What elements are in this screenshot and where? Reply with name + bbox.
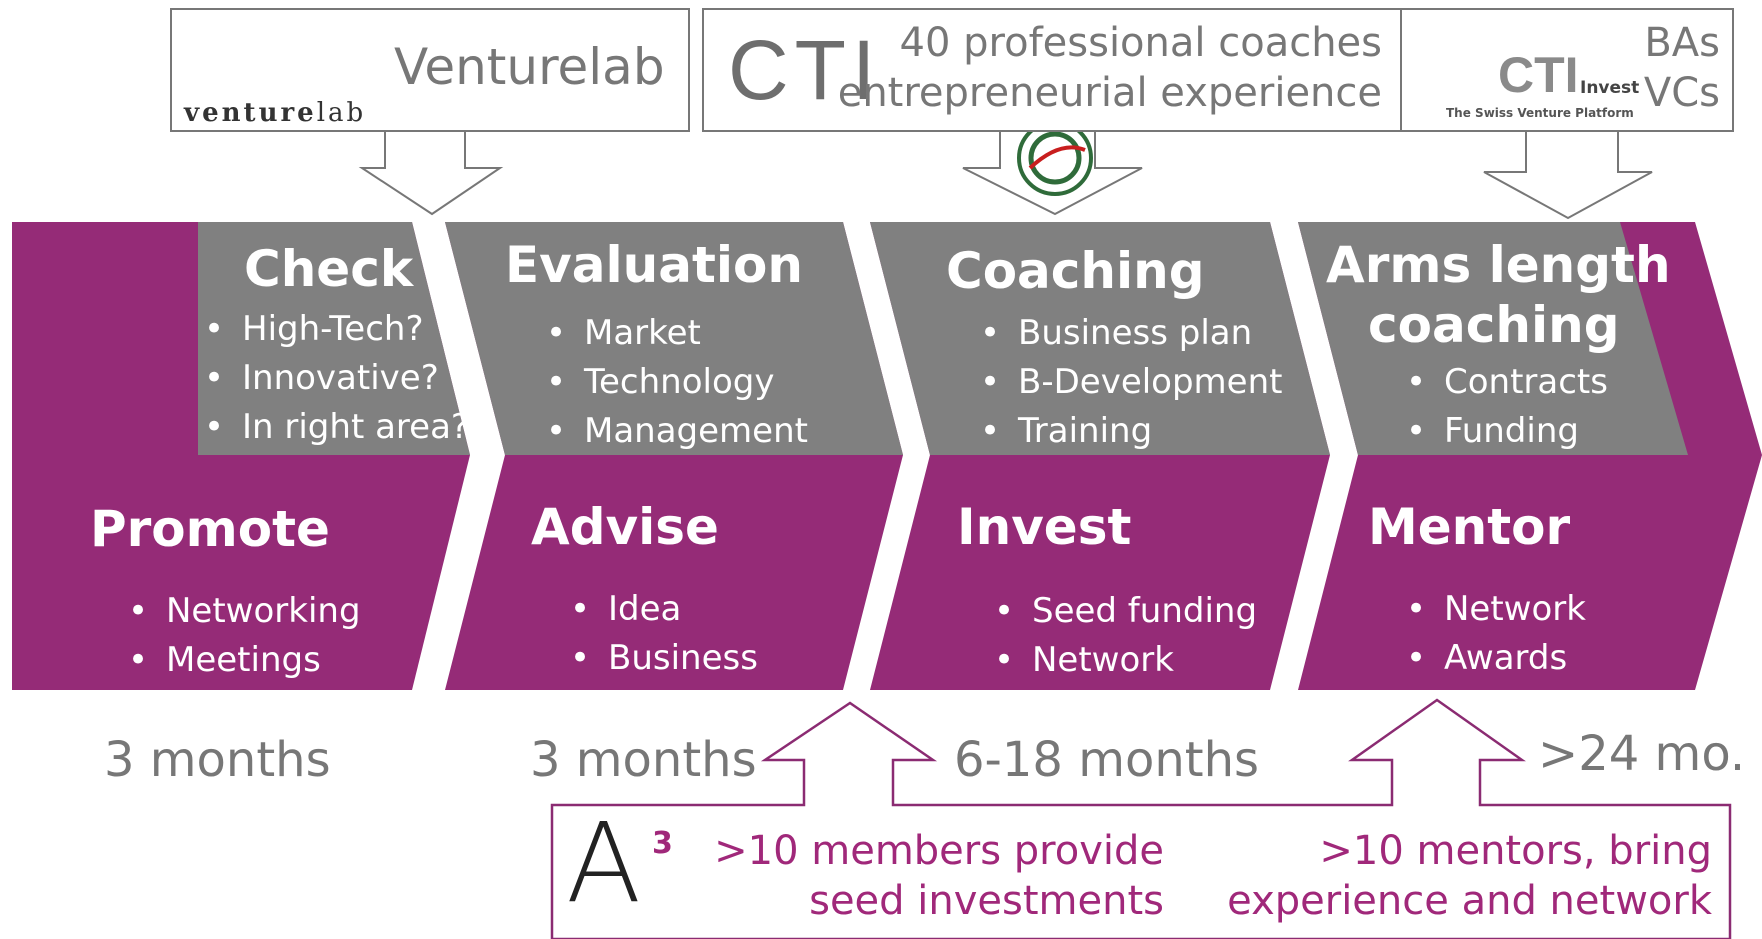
cti-invest-tagline: The Swiss Venture Platform xyxy=(1446,106,1634,120)
check-item: In right area? xyxy=(204,403,469,452)
advise-title: Advise xyxy=(531,498,719,556)
cti-invest-vcs: VCs xyxy=(1643,70,1720,116)
check-title: Check xyxy=(244,240,414,298)
cti-certified-badge-icon xyxy=(1017,120,1093,196)
advise-items: Idea Business xyxy=(570,585,758,683)
promote-items: Networking Meetings xyxy=(128,587,361,685)
cti-coaches-line2: entrepreneurial experience xyxy=(837,70,1382,116)
evaluation-items: Market Technology Management xyxy=(546,309,808,456)
invest-item: Seed funding xyxy=(994,587,1257,636)
a3-logo-sup: 3 xyxy=(652,826,673,861)
cti-invest-box: CTI Invest The Swiss Venture Platform BA… xyxy=(1402,8,1734,132)
venturelab-logo-text: venturelab xyxy=(184,98,366,128)
arms-length-item: Contracts xyxy=(1406,358,1608,407)
venturelab-logo-bold: venture xyxy=(184,98,317,128)
arms-length-items: Contracts Funding xyxy=(1406,358,1608,456)
advise-item: Idea xyxy=(570,585,758,634)
a3-feedback-outline xyxy=(550,698,1732,939)
invest-title: Invest xyxy=(957,498,1132,556)
cti-invest-down-arrow xyxy=(1483,130,1653,220)
mentor-title: Mentor xyxy=(1368,498,1571,556)
a3-mentors-line2: experience and network xyxy=(1227,878,1712,924)
mentor-items: Network Awards xyxy=(1406,585,1586,683)
cti-box: CTI 40 professional coaches entrepreneur… xyxy=(702,8,1402,132)
coaching-title: Coaching xyxy=(946,242,1205,300)
a3-members-line1: >10 members provide xyxy=(714,828,1164,874)
evaluation-item: Management xyxy=(546,407,808,456)
evaluation-item: Technology xyxy=(546,358,808,407)
cti-coaches-line1: 40 professional coaches xyxy=(899,20,1382,66)
check-items: High-Tech? Innovative? In right area? xyxy=(204,305,469,452)
cti-logo: CTI xyxy=(728,23,882,117)
cti-invest-logo-sub: Invest xyxy=(1580,78,1640,98)
check-item: High-Tech? xyxy=(204,305,469,354)
venturelab-logo-light: lab xyxy=(316,98,367,128)
venturelab-down-arrow xyxy=(358,130,504,216)
mentor-item: Network xyxy=(1406,585,1586,634)
check-item: Innovative? xyxy=(204,354,469,403)
a3-members-line2: seed investments xyxy=(809,878,1164,924)
venturelab-label: Venturelab xyxy=(394,38,665,96)
venturelab-box: venturelab Venturelab xyxy=(170,8,690,132)
invest-items: Seed funding Network xyxy=(994,587,1257,685)
evaluation-item: Market xyxy=(546,309,808,358)
promote-item: Networking xyxy=(128,587,361,636)
coaching-items: Business plan B-Development Training xyxy=(980,309,1282,456)
arms-length-item: Funding xyxy=(1406,407,1608,456)
advise-item: Business xyxy=(570,634,758,683)
promote-item: Meetings xyxy=(128,636,361,685)
coaching-item: Business plan xyxy=(980,309,1282,358)
coaching-item: Training xyxy=(980,407,1282,456)
cti-invest-logo-main: CTI xyxy=(1498,47,1579,103)
promote-title: Promote xyxy=(90,500,330,558)
cti-invest-bas: BAs xyxy=(1644,20,1720,66)
advise-duration: 3 months xyxy=(530,732,757,788)
arms-length-title-line1: Arms length xyxy=(1326,236,1671,294)
invest-duration: 6-18 months xyxy=(954,732,1259,788)
a3-mentors-line1: >10 mentors, bring xyxy=(1319,828,1712,874)
evaluation-title: Evaluation xyxy=(505,236,803,294)
a3-logo-letter: A xyxy=(566,799,642,927)
mentor-duration: >24 mo. xyxy=(1538,726,1746,782)
invest-item: Network xyxy=(994,636,1257,685)
arms-length-title-line2: coaching xyxy=(1368,296,1620,354)
coaching-item: B-Development xyxy=(980,358,1282,407)
promote-duration: 3 months xyxy=(104,732,331,788)
mentor-item: Awards xyxy=(1406,634,1586,683)
